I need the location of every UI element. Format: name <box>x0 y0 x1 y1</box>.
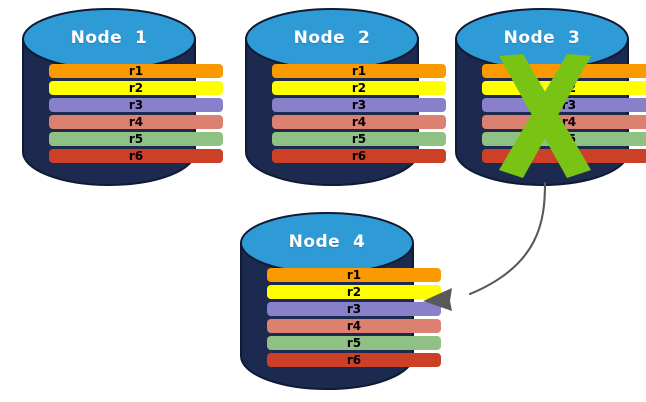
node-2[interactable]: Node 2 r1 r2 r3 r4 r5 r6 <box>245 6 446 186</box>
node-1-row-r4[interactable]: r4 <box>49 115 223 129</box>
node-4-row-r2[interactable]: r2 <box>267 285 441 299</box>
node-2-row-r4[interactable]: r4 <box>272 115 446 129</box>
node-2-row-r3[interactable]: r3 <box>272 98 446 112</box>
node-1-row-r1[interactable]: r1 <box>49 64 223 78</box>
node-1-row-r6[interactable]: r6 <box>49 149 223 163</box>
node-4-row-r5[interactable]: r5 <box>267 336 441 350</box>
node-4-row-r6[interactable]: r6 <box>267 353 441 367</box>
node-1-row-r3[interactable]: r3 <box>49 98 223 112</box>
node-2-row-r1[interactable]: r1 <box>272 64 446 78</box>
node-4-rows: r1 r2 r3 r4 r5 r6 <box>240 268 468 367</box>
node-2-rows: r1 r2 r3 r4 r5 r6 <box>245 64 473 163</box>
node-1-rows: r1 r2 r3 r4 r5 r6 <box>22 64 250 163</box>
node-1-row-r5[interactable]: r5 <box>49 132 223 146</box>
node-2-row-r5[interactable]: r5 <box>272 132 446 146</box>
node-1[interactable]: Node 1 r1 r2 r3 r4 r5 r6 <box>22 6 223 186</box>
node-4[interactable]: Node 4 r1 r2 r3 r4 r5 r6 <box>240 210 441 390</box>
node-2-row-r2[interactable]: r2 <box>272 81 446 95</box>
node-4-row-r4[interactable]: r4 <box>267 319 441 333</box>
node-1-row-r2[interactable]: r2 <box>49 81 223 95</box>
node-4-row-r1[interactable]: r1 <box>267 268 441 282</box>
node-2-row-r6[interactable]: r6 <box>272 149 446 163</box>
node-4-row-r3[interactable]: r3 <box>267 302 441 316</box>
